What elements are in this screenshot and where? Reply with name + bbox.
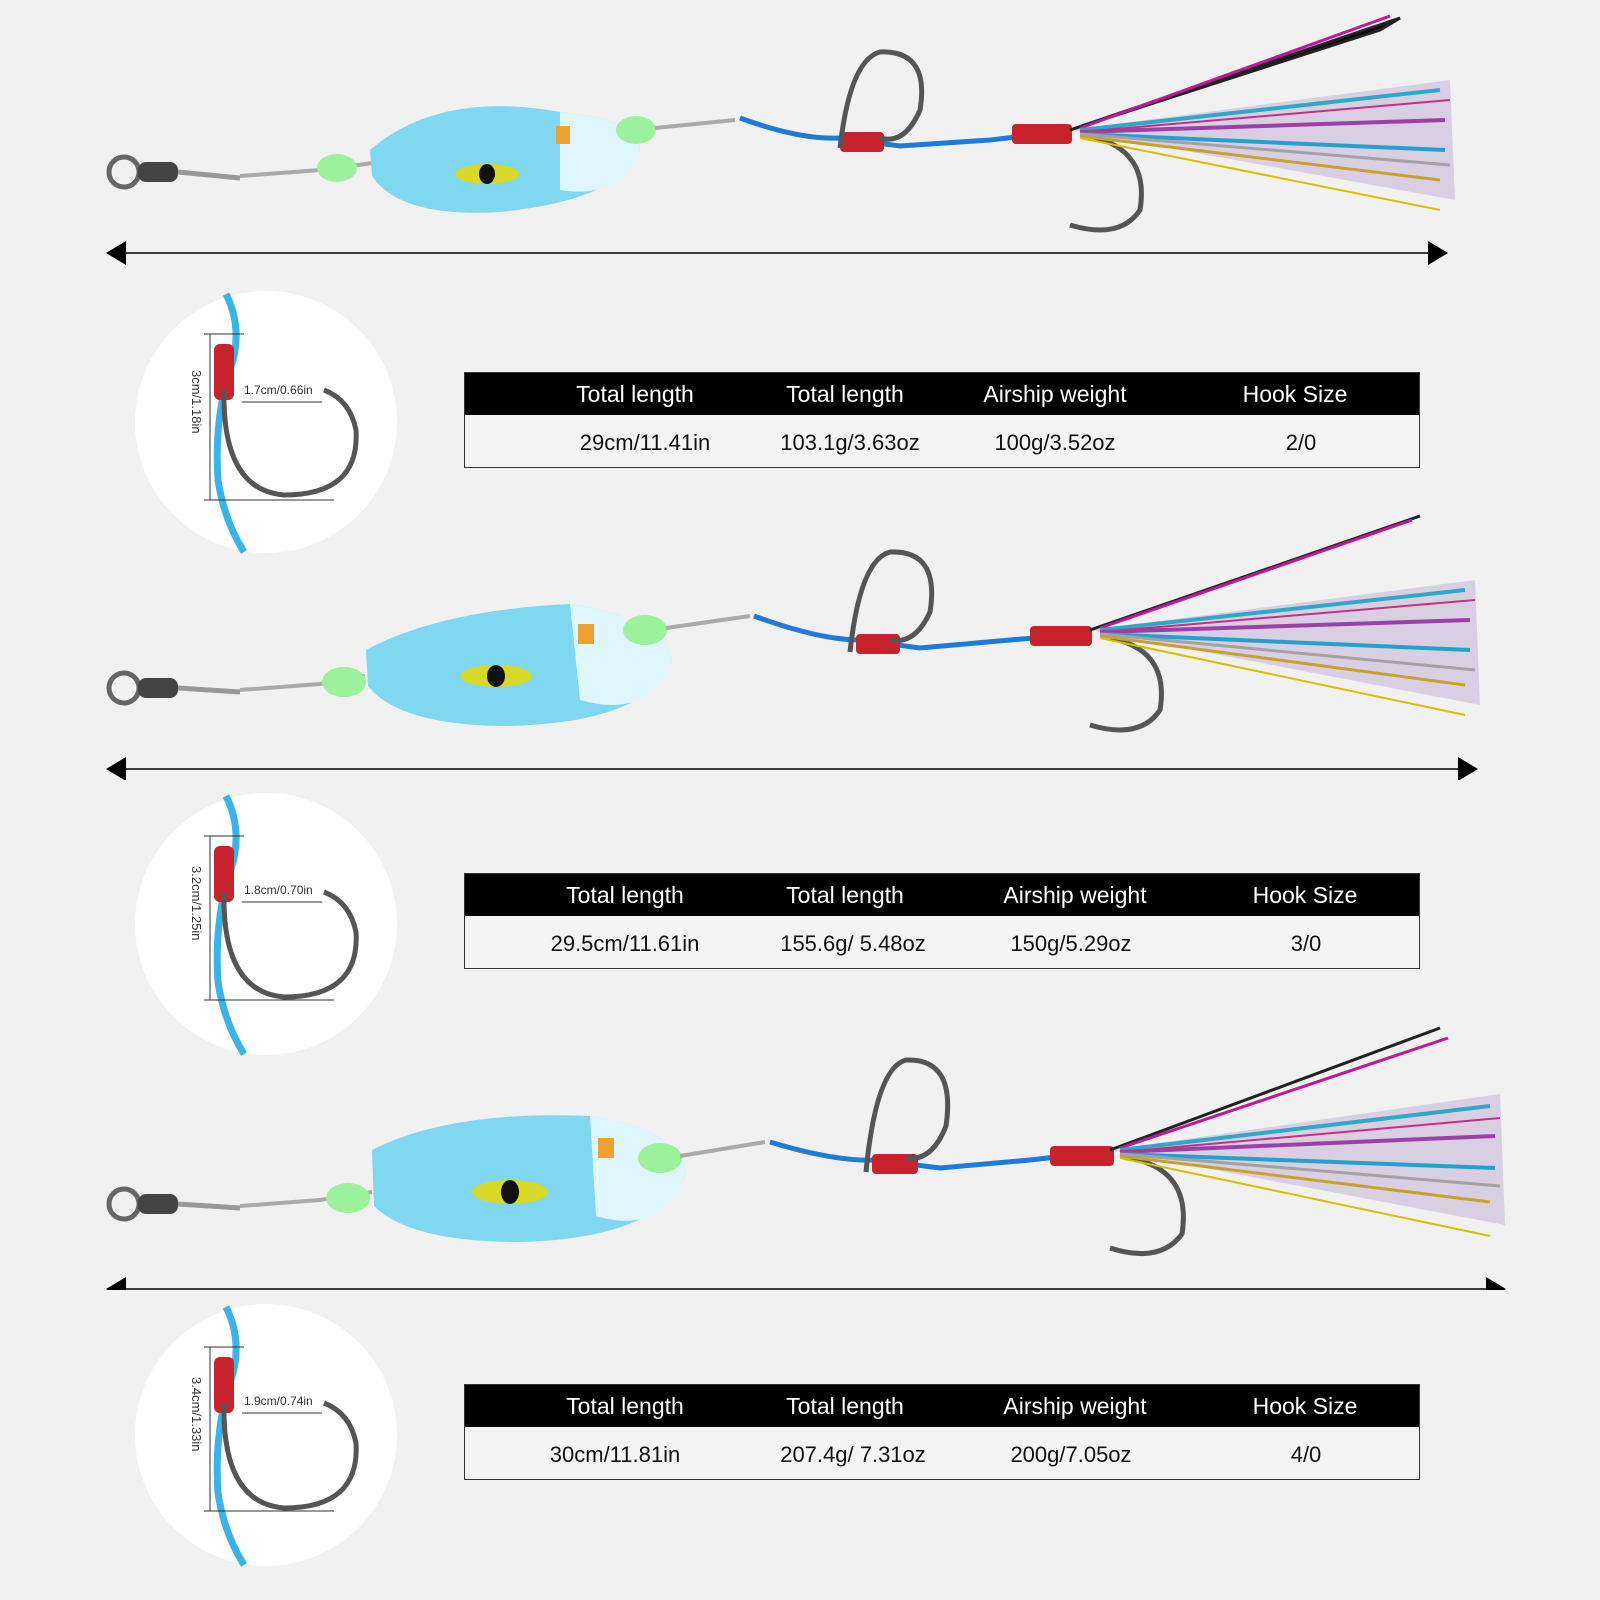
value-total-weight: 207.4g/ 7.31oz <box>780 1442 926 1467</box>
skirt-icon <box>1109 1026 1505 1237</box>
hook-width-label: 1.7cm/0.66in <box>244 383 313 397</box>
header-total-length: Total length <box>576 380 694 407</box>
hook-icon <box>847 549 1164 733</box>
hook-height-label: 3.2cm/1.25in <box>189 866 204 940</box>
header-total-length: Total length <box>566 1392 684 1419</box>
header-airship-weight: Airship weight <box>1003 1392 1147 1419</box>
hook-icon <box>863 1057 1186 1256</box>
length-arrow <box>106 757 1478 780</box>
arrow-left-icon <box>106 241 126 265</box>
spec-value-row: 30cm/11.81in 207.4g/ 7.31oz 200g/7.05oz … <box>465 1427 1419 1479</box>
value-hook-size: 2/0 <box>1285 430 1317 455</box>
value-airship-weight: 100g/3.52oz <box>994 430 1116 455</box>
spec-table-2: Total length Total length Airship weight… <box>464 873 1420 969</box>
hook-height-label: 3.4cm/1.33in <box>189 1377 204 1451</box>
hook-height-label: 3cm/1.18in <box>189 370 204 434</box>
header-hook-size: Hook Size <box>1252 881 1358 908</box>
spec-value-row: 29.5cm/11.61in 155.6g/ 5.48oz 150g/5.29o… <box>465 916 1419 968</box>
swivel-icon <box>106 1186 241 1222</box>
value-airship-weight: 200g/7.05oz <box>1010 1442 1132 1467</box>
header-total-length-2: Total length <box>786 1392 904 1419</box>
header-hook-size: Hook Size <box>1242 380 1348 407</box>
value-hook-size: 3/0 <box>1290 931 1322 956</box>
arrow-right-icon <box>1458 757 1478 780</box>
hook-detail: 1.8cm/0.70in 3.2cm/1.25in <box>135 793 397 1056</box>
tube <box>856 634 900 654</box>
tube <box>840 132 884 152</box>
arrow-right-icon <box>1486 1277 1506 1290</box>
arrow-left-icon <box>106 1277 126 1290</box>
product-section-2: 1.8cm/0.70in 3.2cm/1.25in Total length T… <box>0 500 1600 1056</box>
value-airship-weight: 150g/5.29oz <box>1010 931 1132 956</box>
arrow-right-icon <box>1428 241 1448 265</box>
hook-icon <box>837 49 1144 233</box>
value-total-length: 30cm/11.81in <box>549 1442 681 1467</box>
value-total-length: 29cm/11.41in <box>579 430 711 455</box>
lure-image <box>106 14 1455 265</box>
length-arrow <box>106 241 1448 265</box>
eye-icon <box>460 665 532 687</box>
skirt-icon <box>1089 514 1480 716</box>
hook-width-label: 1.9cm/0.74in <box>244 1394 313 1408</box>
spec-header-row: Total length Total length Airship weight… <box>465 373 1419 415</box>
header-total-length-2: Total length <box>786 881 904 908</box>
eye-icon <box>472 1180 548 1204</box>
header-airship-weight: Airship weight <box>1003 881 1147 908</box>
skirt-icon <box>1069 14 1455 211</box>
spec-table-3: Total length Total length Airship weight… <box>464 1384 1420 1480</box>
header-airship-weight: Airship weight <box>983 380 1127 407</box>
eye-icon <box>455 164 519 184</box>
swivel-icon <box>106 670 241 706</box>
hook-width-label: 1.8cm/0.70in <box>244 883 313 897</box>
swivel-icon <box>106 154 241 190</box>
spec-header-row: Total length Total length Airship weight… <box>465 874 1419 916</box>
product-section-3: 1.9cm/0.74in 3.4cm/1.33in Total length T… <box>0 1010 1600 1600</box>
product-section-1: 1.7cm/0.66in 3cm/1.18in Total length Tot… <box>0 0 1600 554</box>
arrow-left-icon <box>106 757 126 780</box>
hook-detail: 1.9cm/0.74in 3.4cm/1.33in <box>135 1304 397 1567</box>
length-arrow <box>106 1277 1506 1290</box>
bead <box>317 154 357 182</box>
spec-header-row: Total length Total length Airship weight… <box>465 1385 1419 1427</box>
value-hook-size: 4/0 <box>1290 1442 1322 1467</box>
hook-detail: 1.7cm/0.66in 3cm/1.18in <box>135 291 397 554</box>
value-total-weight: 103.1g/3.63oz <box>780 430 920 455</box>
lure-image <box>106 514 1480 780</box>
lure-image <box>106 1026 1506 1290</box>
spec-value-row: 29cm/11.41in 103.1g/3.63oz 100g/3.52oz 2… <box>465 415 1419 467</box>
header-total-length: Total length <box>566 881 684 908</box>
value-total-weight: 155.6g/ 5.48oz <box>780 931 926 956</box>
value-total-length: 29.5cm/11.61in <box>550 931 700 956</box>
spec-table-1: Total length Total length Airship weight… <box>464 372 1420 468</box>
header-hook-size: Hook Size <box>1252 1392 1358 1419</box>
header-total-length-2: Total length <box>786 380 904 407</box>
